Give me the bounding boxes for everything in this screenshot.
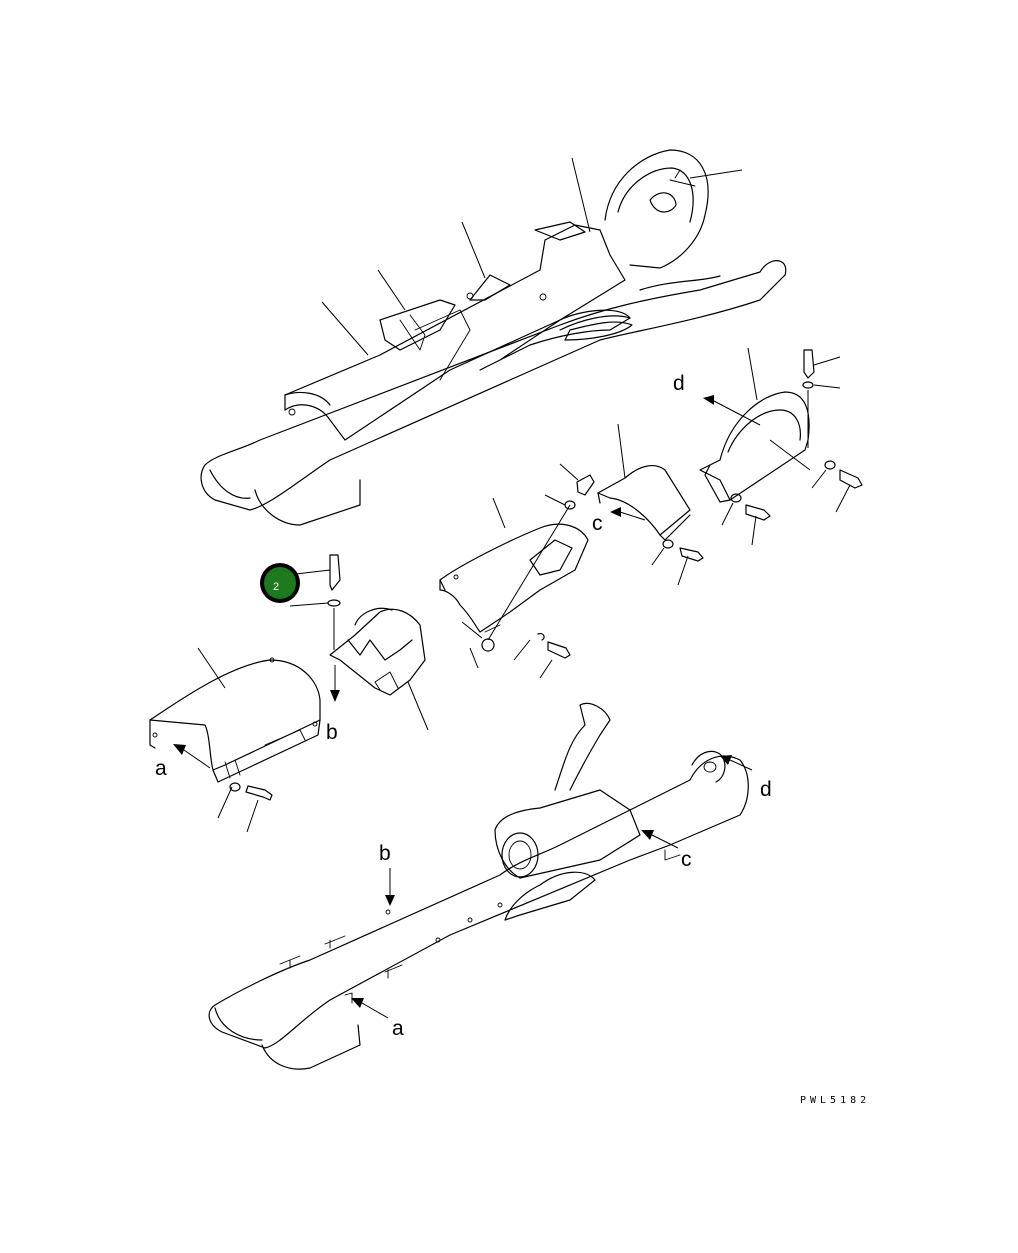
top-assembly (200, 149, 787, 526)
label-b-frame: b (379, 842, 391, 865)
top-assembly-leaders (321, 157, 743, 356)
label-c-frame: c (681, 848, 692, 871)
label-b-cover: b (326, 721, 338, 744)
cover-a-part (149, 647, 321, 833)
callout-2-marker[interactable]: 2 (260, 563, 300, 603)
drawing-code: PWL5182 (800, 1095, 870, 1106)
callout-fill (264, 567, 296, 599)
bottom-frame (208, 702, 749, 1070)
label-a-cover: a (155, 757, 167, 780)
label-c-cover: c (592, 512, 603, 535)
cover-d-part (699, 347, 863, 546)
bracket-part (289, 554, 429, 731)
label-d-cover: d (673, 372, 685, 395)
arrow-a-cover (173, 744, 211, 769)
cover-c-part (597, 423, 704, 586)
frame-arrows (351, 755, 753, 1019)
callout-number: 2 (273, 581, 279, 593)
center-cover-part (439, 463, 595, 679)
label-a-frame: a (392, 1017, 404, 1040)
label-d-frame: d (760, 778, 772, 801)
